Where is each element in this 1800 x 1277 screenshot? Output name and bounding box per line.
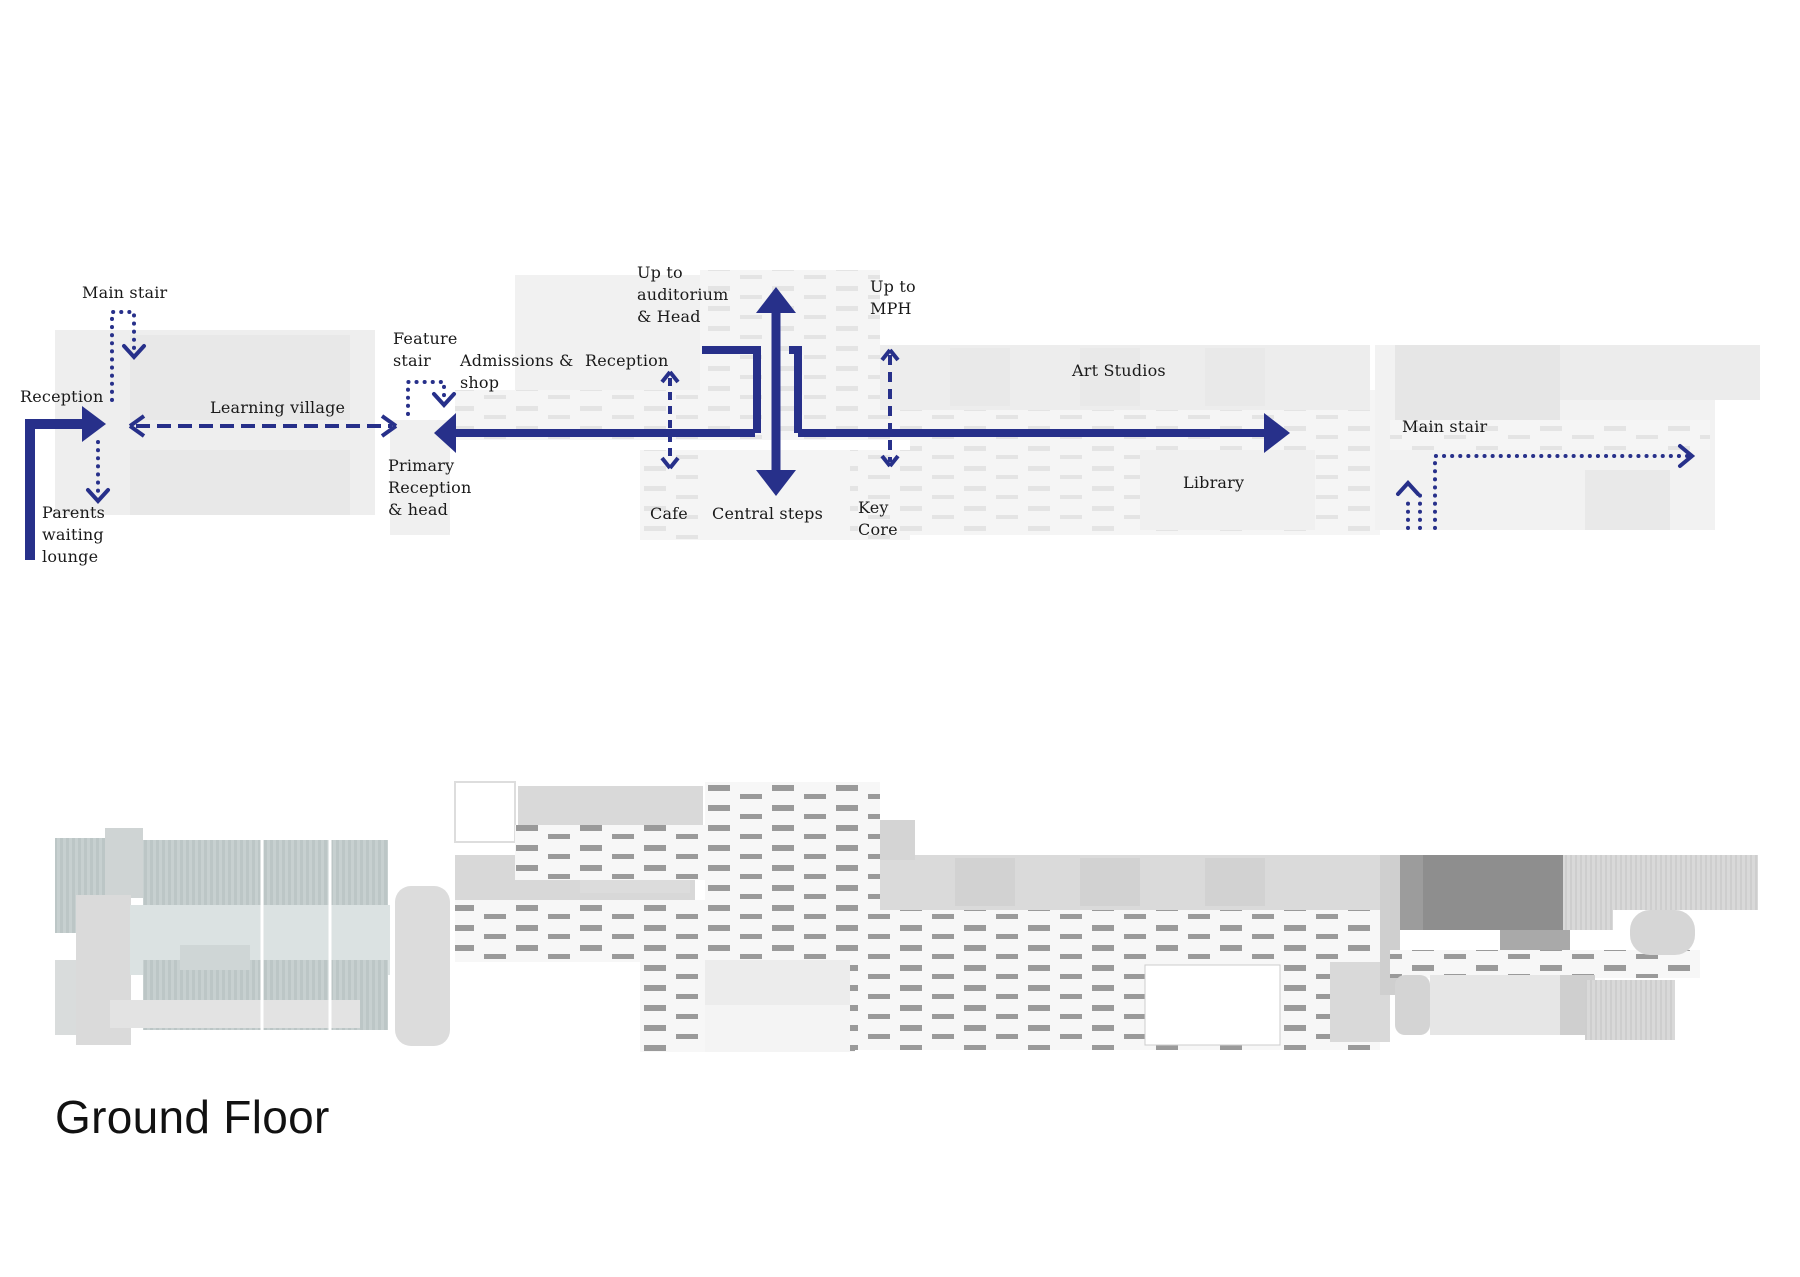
circulation-routes — [25, 287, 1290, 560]
label-learning-village: Learning village — [210, 398, 346, 417]
label-primary-reception: Primary Reception & head — [388, 456, 472, 519]
label-admissions-shop: Admissions & shop — [460, 351, 574, 392]
label-key-core: Key Core — [858, 498, 898, 539]
dotted-routes — [86, 310, 1696, 530]
label-cafe: Cafe — [650, 504, 688, 523]
label-parents-lounge: Parents waiting lounge — [42, 503, 106, 566]
top-plan-base — [55, 270, 1760, 540]
label-up-to-mph: Up to MPH — [870, 277, 916, 318]
plan-title: Ground Floor — [55, 1091, 330, 1143]
ground-floor-plan — [55, 781, 1758, 1052]
label-art-studios: Art Studios — [1072, 361, 1166, 380]
label-main-stair-right: Main stair — [1402, 417, 1488, 436]
label-reception-left: Reception — [20, 387, 104, 406]
label-reception-mid: Reception — [585, 351, 669, 370]
label-up-to-auditorium: Up to auditorium & Head — [637, 263, 729, 326]
label-central-steps: Central steps — [712, 504, 823, 523]
dashed-routes — [128, 348, 900, 470]
label-library: Library — [1183, 473, 1245, 492]
label-feature-stair: Feature stair — [393, 329, 458, 370]
label-main-stair-left: Main stair — [82, 283, 168, 302]
